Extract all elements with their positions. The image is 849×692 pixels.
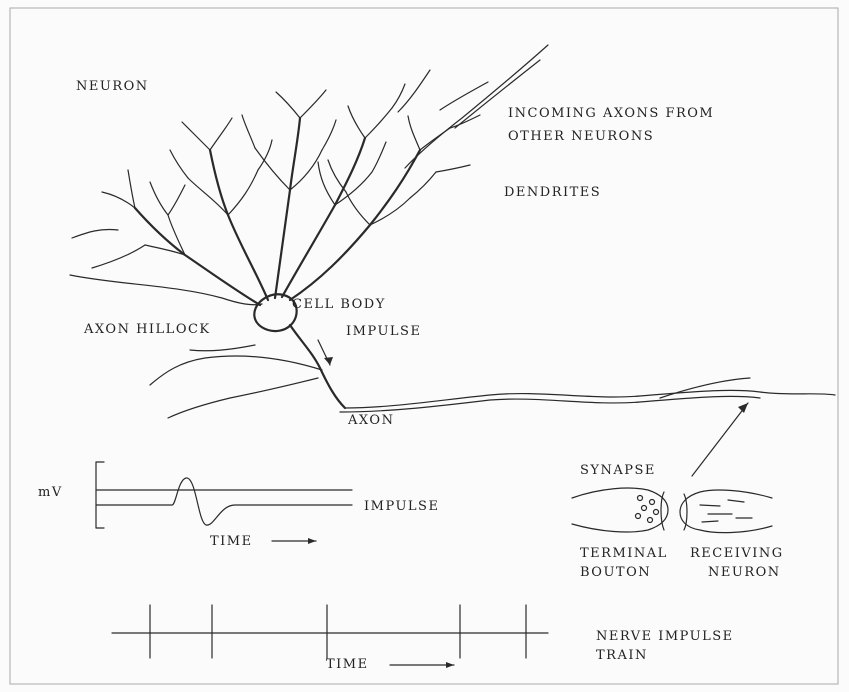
synapse-pointer-arrow: [692, 403, 748, 476]
label-dendrites: DENDRITES: [504, 184, 601, 202]
label-terminal-line2: BOUTON: [580, 564, 651, 582]
label-time-train: TIME: [326, 656, 369, 674]
label-terminal-line1: TERMINAL: [580, 545, 668, 563]
label-neuron: NEURON: [76, 78, 149, 96]
label-impulse-arrow: IMPULSE: [346, 323, 421, 341]
label-nerve-impulse: NERVE IMPULSE: [596, 628, 734, 646]
label-incoming-axons-line2: OTHER NEURONS: [508, 128, 654, 146]
label-receiving-line2: NEURON: [708, 564, 781, 582]
label-train: TRAIN: [596, 647, 648, 665]
label-receiving-line1: RECEIVING: [690, 545, 784, 563]
cell-body-and-axon: [70, 275, 835, 418]
label-time-trace: TIME: [210, 533, 253, 551]
impulse-train: [112, 605, 548, 658]
impulse-trace: [96, 462, 352, 528]
label-axon-hillock: AXON HILLOCK: [84, 321, 211, 339]
label-mv: mV: [38, 484, 63, 502]
label-incoming-axons-line1: INCOMING AXONS FROM: [508, 105, 714, 123]
time-arrows: [272, 538, 454, 668]
synapse-drawing: [572, 488, 772, 533]
impulse-direction-arrow: [318, 340, 333, 365]
label-impulse-trace: IMPULSE: [364, 498, 439, 516]
label-axon: AXON: [348, 412, 394, 430]
label-synapse: SYNAPSE: [580, 462, 656, 480]
label-cell-body: CELL BODY: [292, 296, 386, 314]
dendrite-tree: [72, 84, 480, 305]
